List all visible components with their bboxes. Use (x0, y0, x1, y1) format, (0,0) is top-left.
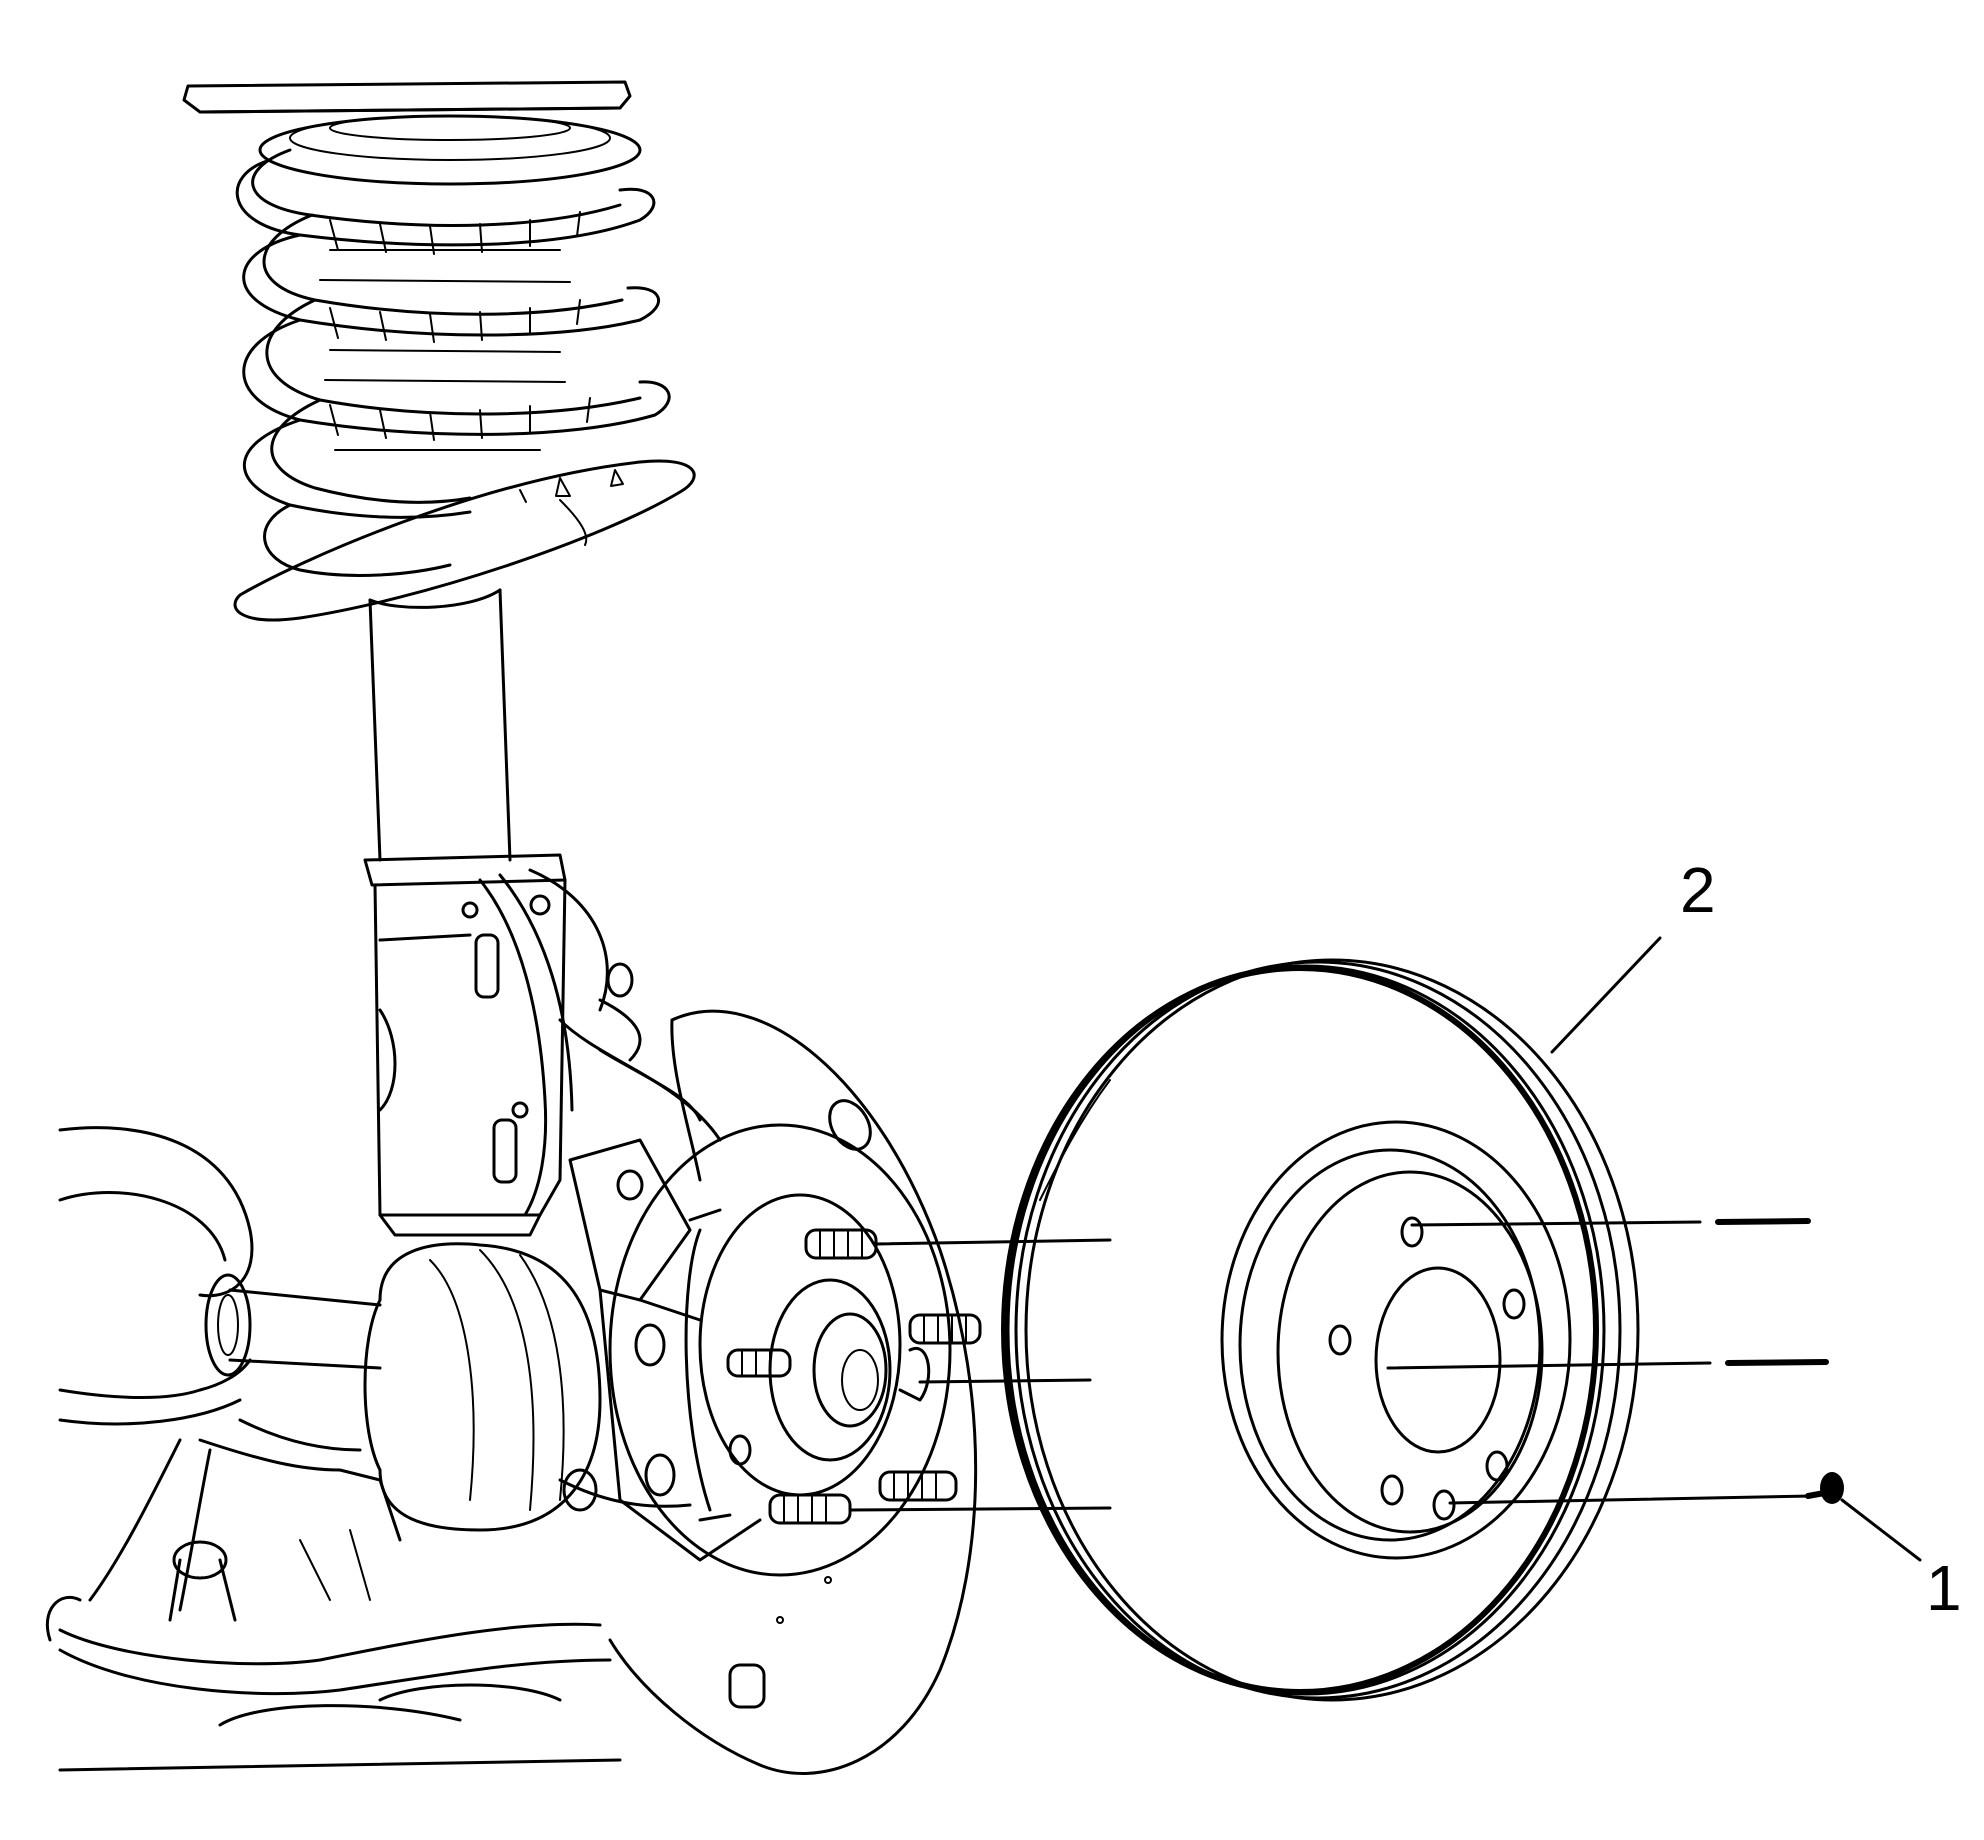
callout-1-leader (1840, 1498, 1922, 1562)
rotor-stud-hole (1502, 1288, 1526, 1320)
callout-2-label: 2 (1680, 854, 1716, 926)
brake-rotor (1001, 958, 1640, 1702)
rotor-stud-hole (1328, 1324, 1352, 1356)
strut-upper-mount (182, 80, 642, 186)
coil-spring (235, 148, 671, 577)
cv-joint-boot (363, 1242, 602, 1532)
lower-control-arm (45, 1126, 612, 1727)
wheel-stud (878, 1470, 958, 1502)
wheel-studs (726, 1228, 982, 1525)
wheel-stud (726, 1348, 792, 1378)
wheel-stud (804, 1228, 878, 1260)
alignment-lines (848, 1218, 1829, 1512)
ground-line (58, 1758, 622, 1772)
wheel-stud (768, 1493, 852, 1525)
strut-tube (368, 588, 512, 862)
rotor-bolt-holes (1328, 1216, 1526, 1521)
lower-spring-seat (233, 459, 696, 622)
rotor-stud-hole (1400, 1216, 1424, 1248)
strut-bracket (363, 853, 642, 1237)
rotor-stud-hole (1485, 1450, 1509, 1482)
wheel-stud (908, 1313, 982, 1345)
rotor-retaining-screw (1805, 1472, 1844, 1504)
splash-shield (608, 1009, 978, 1775)
callout-1-label: 1 (1926, 1552, 1962, 1624)
rotor-stud-hole (1380, 1474, 1404, 1506)
callout-2-leader (1550, 936, 1662, 1054)
rotor-stud-hole (1432, 1489, 1456, 1521)
drive-axle (204, 1273, 382, 1377)
steering-knuckle (558, 1018, 762, 1562)
